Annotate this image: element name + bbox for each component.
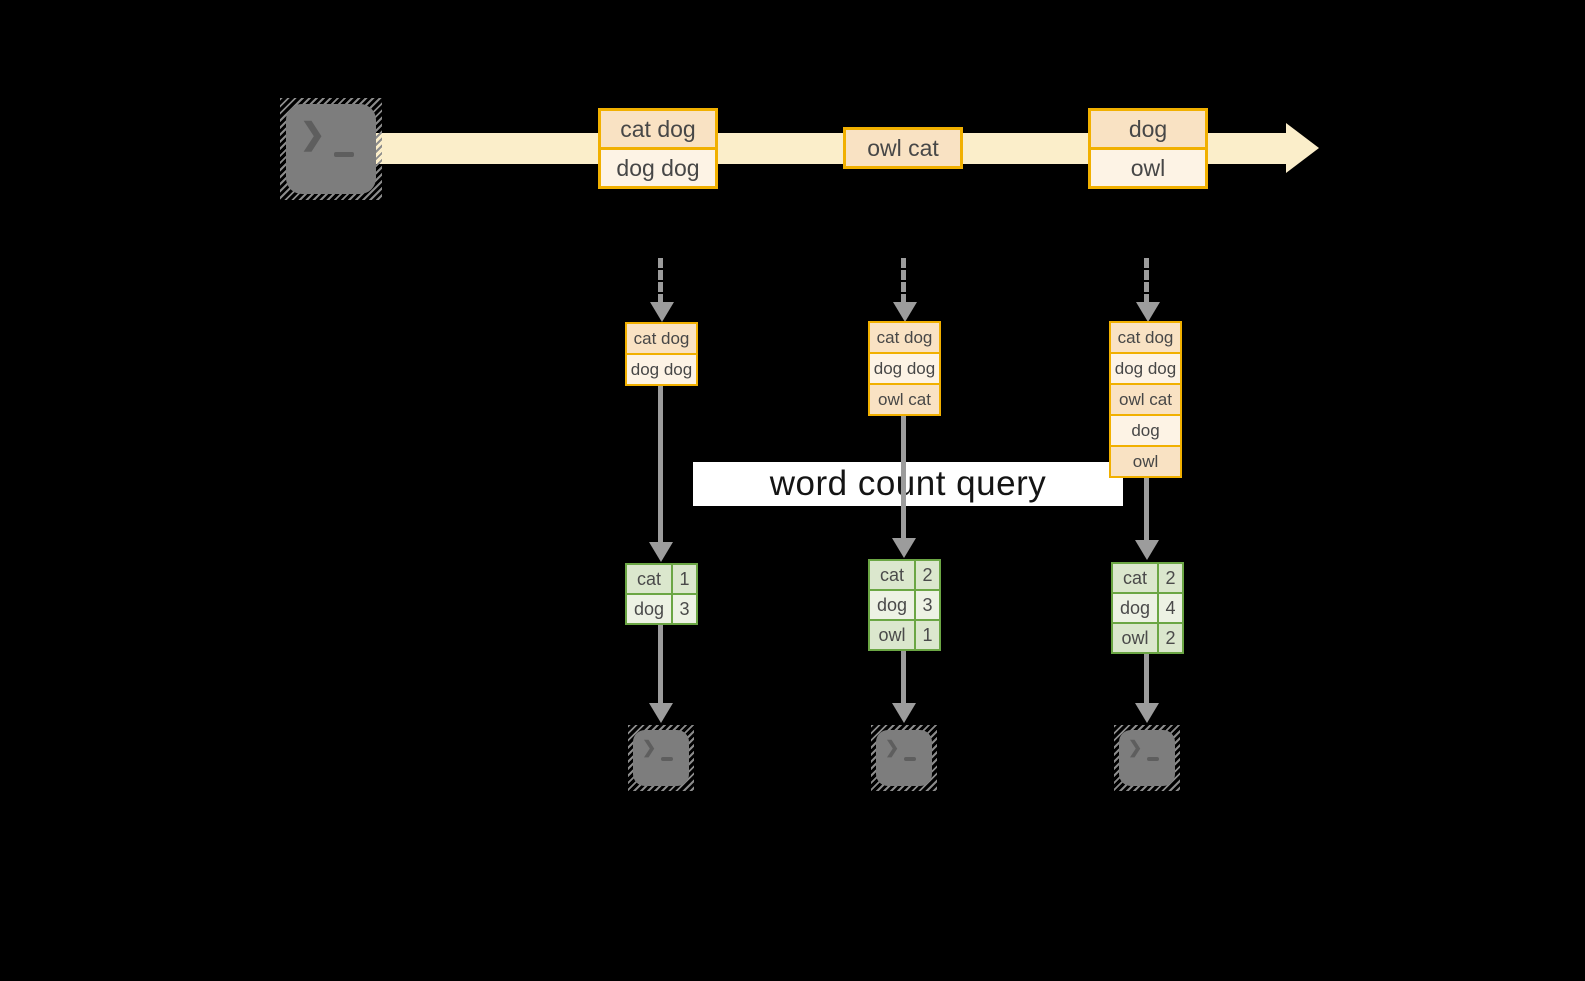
result-row: owl 1 (870, 619, 939, 649)
input-row: cat dog (1111, 323, 1180, 352)
result-word: dog (633, 598, 665, 619)
input-row: owl cat (1111, 383, 1180, 414)
terminal-prompt-icon: ❯ (1128, 738, 1143, 757)
input-row: dog dog (1111, 352, 1180, 383)
terminal-cursor-icon (334, 152, 354, 157)
terminal-cursor-icon (1147, 757, 1159, 761)
result-count: 2 (914, 561, 939, 589)
input-table-1: cat dog dog dog (625, 322, 698, 386)
result-word: owl (1121, 627, 1149, 648)
query-arrow-line (901, 416, 906, 538)
result-table-3: cat 2 dog 4 owl 2 (1111, 562, 1184, 654)
dashed-arrow-head (650, 302, 674, 322)
query-arrow-head (1135, 540, 1159, 560)
input-row: owl cat (870, 383, 939, 414)
result-word: cat (636, 568, 661, 589)
terminal-prompt-icon: ❯ (642, 738, 657, 757)
terminal-output-icon: ❯ (871, 725, 937, 791)
dashed-arrow-line (658, 258, 663, 304)
result-count: 2 (1157, 624, 1182, 652)
result-count: 1 (914, 621, 939, 649)
input-row: cat dog (870, 323, 939, 352)
result-count: 1 (671, 565, 696, 593)
terminal-screen: ❯ (1119, 730, 1175, 786)
terminal-prompt-icon: ❯ (885, 738, 900, 757)
input-table-3: cat dog dog dog owl cat dog owl (1109, 321, 1182, 478)
terminal-source-icon: ❯ (280, 98, 382, 200)
result-row: dog 4 (1113, 592, 1182, 622)
result-word: dog (1119, 597, 1151, 618)
terminal-screen: ❯ (286, 104, 376, 194)
query-arrow-line (1144, 478, 1149, 540)
terminal-prompt-icon: ❯ (300, 118, 326, 151)
output-arrow-line (1144, 654, 1149, 705)
query-label: word count query (769, 464, 1047, 503)
terminal-output-icon: ❯ (628, 725, 694, 791)
stream-record: owl cat (846, 130, 960, 166)
input-row: dog dog (870, 352, 939, 383)
query-label-band: word count query (693, 462, 1123, 506)
query-arrow-head (649, 542, 673, 562)
result-word: dog (876, 594, 908, 615)
result-row: dog 3 (627, 593, 696, 623)
stream-batch-1: cat dog dog dog (598, 108, 718, 189)
terminal-screen: ❯ (633, 730, 689, 786)
input-row: dog dog (627, 353, 696, 384)
terminal-cursor-icon (904, 757, 916, 761)
input-row: owl (1111, 445, 1180, 476)
result-table-2: cat 2 dog 3 owl 1 (868, 559, 941, 651)
stream-arrowhead (1286, 123, 1319, 173)
dashed-arrow-head (1136, 302, 1160, 322)
output-arrow-line (658, 625, 663, 705)
result-word: cat (879, 564, 904, 585)
result-row: cat 2 (1113, 564, 1182, 592)
dashed-arrow-line (1144, 258, 1149, 304)
query-arrow-line (658, 386, 663, 542)
stream-batch-2: owl cat (843, 127, 963, 169)
result-count: 2 (1157, 564, 1182, 592)
terminal-cursor-icon (661, 757, 673, 761)
result-table-1: cat 1 dog 3 (625, 563, 698, 625)
stream-record: dog (1091, 111, 1205, 147)
result-count: 3 (914, 591, 939, 619)
input-row: dog (1111, 414, 1180, 445)
result-row: cat 2 (870, 561, 939, 589)
dashed-arrow-line (901, 258, 906, 304)
result-word: cat (1122, 567, 1147, 588)
query-arrow-head (892, 538, 916, 558)
result-count: 4 (1157, 594, 1182, 622)
output-arrow-head (1135, 703, 1159, 723)
result-row: dog 3 (870, 589, 939, 619)
result-row: owl 2 (1113, 622, 1182, 652)
output-arrow-head (892, 703, 916, 723)
terminal-output-icon: ❯ (1114, 725, 1180, 791)
stream-record: dog dog (601, 147, 715, 186)
input-table-2: cat dog dog dog owl cat (868, 321, 941, 416)
terminal-screen: ❯ (876, 730, 932, 786)
output-arrow-line (901, 651, 906, 705)
input-row: cat dog (627, 324, 696, 353)
stream-record: cat dog (601, 111, 715, 147)
result-row: cat 1 (627, 565, 696, 593)
dashed-arrow-head (893, 302, 917, 322)
result-count: 3 (671, 595, 696, 623)
stream-record: owl (1091, 147, 1205, 186)
stream-batch-3: dog owl (1088, 108, 1208, 189)
output-arrow-head (649, 703, 673, 723)
result-word: owl (878, 624, 906, 645)
